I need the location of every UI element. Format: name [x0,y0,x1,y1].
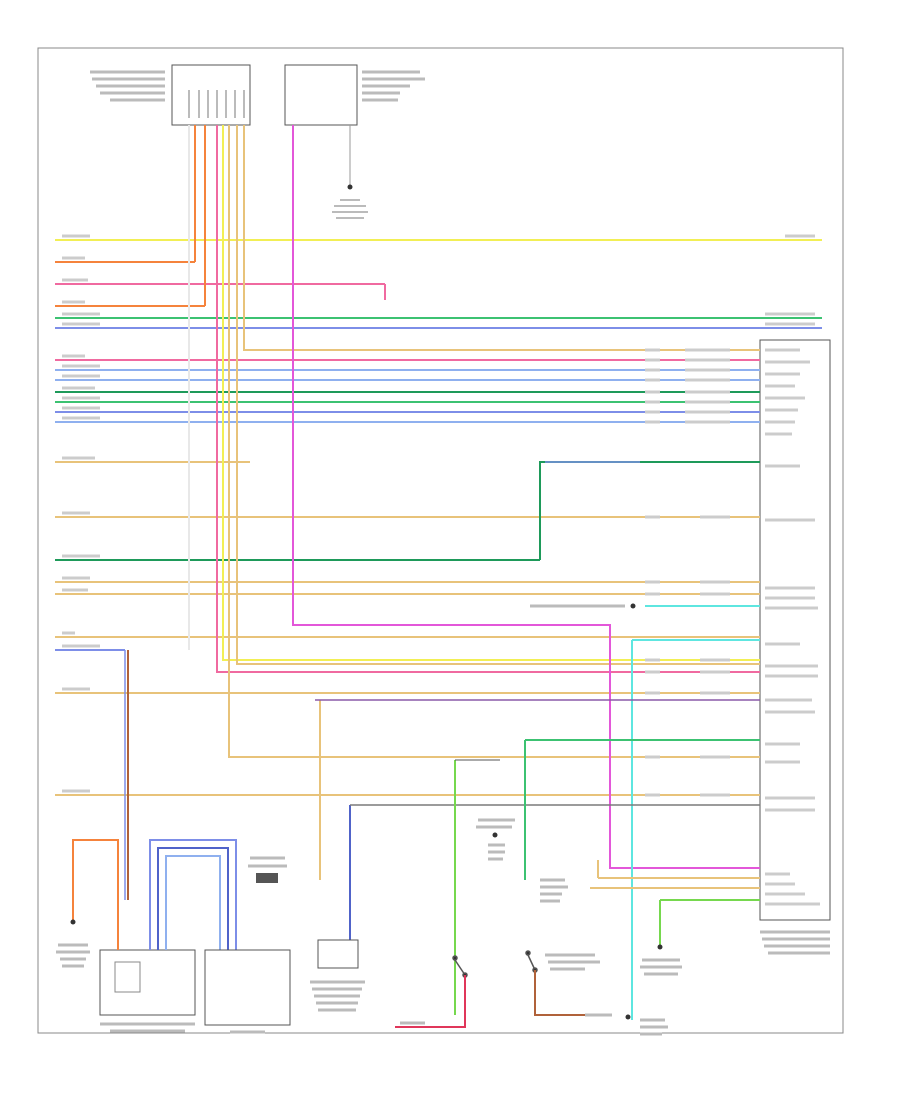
switch-one-return [395,975,466,1028]
fuel-pump-module [99,949,196,1016]
sensor-node [657,944,663,950]
diagram-frame [37,47,844,1034]
top-center-module-label [362,70,425,102]
magenta-signal-wire [292,125,760,869]
top-left-module-label [90,70,165,102]
power-module [317,939,359,969]
wire-bus [55,239,822,796]
top-center-module [284,64,358,126]
fuel-pump-motor [114,961,141,993]
switch-two-labels [540,878,612,1017]
top-module-feeds [188,125,760,758]
instrument-cluster [204,949,291,1026]
fuel-pump-wires [72,839,237,950]
ground-bottom-right [625,1014,631,1020]
main-module-label [760,930,830,955]
module-function-labels [765,348,820,906]
ground-bottom-right-label [640,1018,668,1036]
fuse-block [455,759,515,861]
switch-two-return [534,970,585,1016]
green-jog-wire [539,461,760,560]
left-wire-labels [62,234,815,793]
top-left-module [171,64,251,126]
cluster-connector [248,856,287,883]
main-control-module [759,339,831,921]
sensor-label [640,958,682,976]
power-module-label [310,980,365,1012]
ground-top [332,125,368,219]
module-pin-labels [645,348,730,797]
switch-two [525,950,538,973]
fuel-pump-labels [56,943,195,1033]
lower-wires [124,650,760,1015]
top-left-module-pins [188,90,245,118]
cyan-wire-2 [631,639,760,1020]
